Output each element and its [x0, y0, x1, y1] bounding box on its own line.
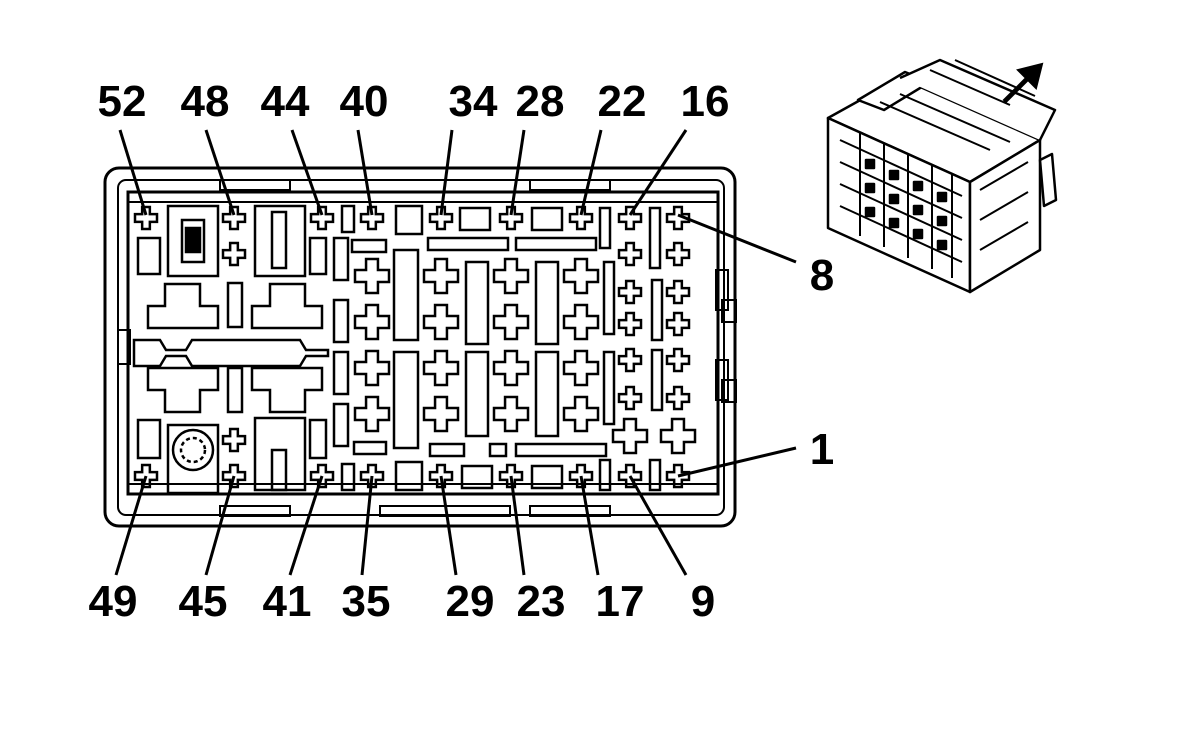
pin-cavity — [498, 205, 524, 231]
pin-cavity — [221, 205, 247, 231]
pin-label-35: 35 — [342, 577, 391, 626]
pin-cavity-large — [422, 257, 460, 295]
pin-cavity-large — [659, 417, 697, 455]
leader-lines — [114, 129, 797, 576]
pin-label-41: 41 — [263, 577, 312, 626]
pin-label-49: 49 — [89, 577, 138, 626]
pin-label-28: 28 — [516, 77, 565, 126]
pin-cavity — [665, 463, 691, 489]
leader-41 — [288, 475, 324, 576]
pin-label-48: 48 — [181, 77, 230, 126]
pin-label-16: 16 — [681, 77, 730, 126]
pin-cavity — [617, 463, 643, 489]
pin-label-17: 17 — [596, 577, 645, 626]
pin-cavity — [665, 279, 691, 305]
pin-cavity-large — [422, 395, 460, 433]
pin-cavity-large — [492, 303, 530, 341]
leader-40 — [356, 129, 374, 216]
pin-cavity — [133, 205, 159, 231]
pin-cavity — [221, 241, 247, 267]
leader-23 — [509, 475, 526, 576]
leader-22 — [579, 129, 603, 216]
pin-cavity — [617, 279, 643, 305]
pin-cavity-large — [353, 349, 391, 387]
pin-label-34: 34 — [449, 77, 498, 126]
pin-cavity — [617, 347, 643, 373]
pin-label-9: 9 — [691, 577, 715, 626]
connector-center-features — [332, 204, 664, 492]
pin-cavity — [617, 205, 643, 231]
pin-cavity — [221, 463, 247, 489]
pin-cavity-large — [353, 303, 391, 341]
pin-cavity — [359, 205, 385, 231]
leader-35 — [360, 475, 374, 576]
leader-17 — [579, 475, 600, 576]
connector-left-features — [132, 204, 330, 495]
pin-cavity-large — [492, 257, 530, 295]
pin-cavity-large — [422, 349, 460, 387]
pin-cavity — [665, 347, 691, 373]
pin-cavity — [617, 311, 643, 337]
pin-label-1: 1 — [810, 425, 834, 474]
pin-label-52: 52 — [98, 77, 147, 126]
pin-cavity-large — [353, 257, 391, 295]
leader-28 — [509, 129, 526, 216]
pin-cavity — [428, 463, 454, 489]
pin-cavity — [568, 205, 594, 231]
leader-45 — [204, 475, 236, 576]
pin-cavity — [428, 205, 454, 231]
pin-cavity — [617, 385, 643, 411]
leader-48 — [204, 129, 236, 216]
pin-cavity-large — [562, 257, 600, 295]
pin-cavity — [665, 385, 691, 411]
pin-label-8: 8 — [810, 251, 834, 300]
leader-44 — [290, 129, 324, 216]
pin-cavity — [221, 427, 247, 453]
leader-1 — [677, 446, 797, 478]
pin-cavity-large — [562, 395, 600, 433]
pin-cavity — [617, 241, 643, 267]
pin-cavity-large — [353, 395, 391, 433]
pin-label-29: 29 — [446, 577, 495, 626]
pin-cavity — [665, 311, 691, 337]
leader-8 — [677, 213, 797, 264]
pin-cavity-large — [562, 349, 600, 387]
leader-9 — [628, 475, 688, 576]
pin-cavities — [133, 205, 697, 489]
pin-label-45: 45 — [179, 577, 228, 626]
pin-cavity — [309, 463, 335, 489]
leader-52 — [118, 129, 148, 216]
bottom-pin-labels: 49 45 41 35 29 23 17 9 — [89, 577, 716, 626]
top-pin-labels: 52 48 44 40 34 28 22 16 — [98, 77, 730, 126]
arrow-up-right-icon — [1002, 62, 1044, 104]
pin-cavity-large — [562, 303, 600, 341]
connector-isometric-view — [826, 58, 1058, 294]
pin-cavity-large — [611, 417, 649, 455]
pin-cavity-large — [422, 303, 460, 341]
pin-label-40: 40 — [340, 77, 389, 126]
leader-49 — [114, 475, 148, 576]
pin-label-44: 44 — [261, 77, 310, 126]
pin-cavity — [498, 463, 524, 489]
pin-cavity — [359, 463, 385, 489]
pin-cavity — [568, 463, 594, 489]
pin-cavity — [665, 205, 691, 231]
leader-16 — [628, 129, 688, 216]
pin-cavity-large — [492, 349, 530, 387]
pin-cavity — [133, 463, 159, 489]
pin-cavity-large — [492, 395, 530, 433]
leader-34 — [439, 129, 454, 216]
pin-cavity — [665, 241, 691, 267]
pin-cavity — [309, 205, 335, 231]
pin-label-22: 22 — [598, 77, 647, 126]
leader-29 — [439, 475, 458, 576]
pin-label-23: 23 — [517, 577, 566, 626]
